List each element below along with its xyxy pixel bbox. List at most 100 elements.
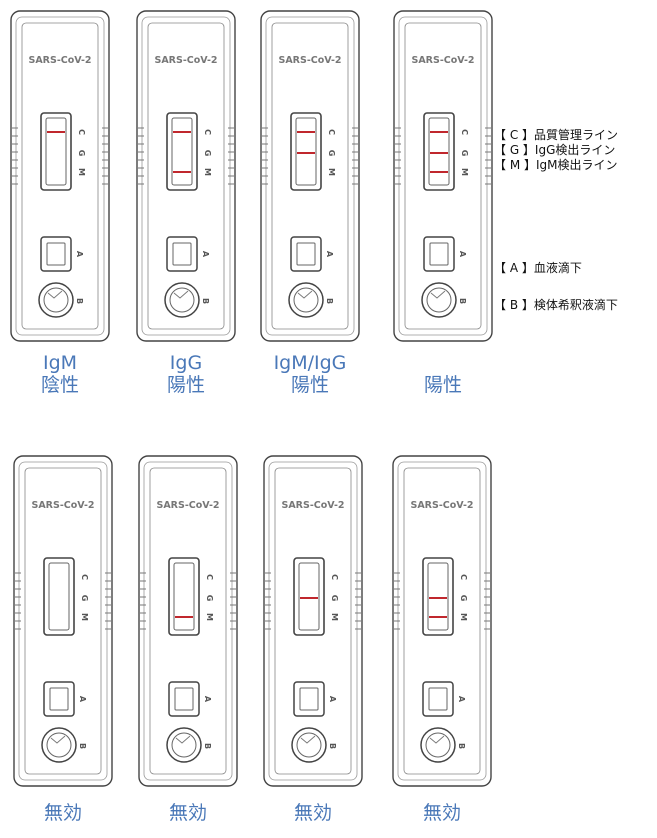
caption-top-2-line2: 陽性 xyxy=(166,374,205,396)
window-letter-g: G xyxy=(327,150,336,157)
window-letter-c: C xyxy=(460,129,469,135)
window-letter-g: G xyxy=(77,150,86,157)
cassette-brand-label: SARS-CoV-2 xyxy=(31,500,94,511)
well-a-inner xyxy=(49,687,69,711)
window-letter-g: G xyxy=(460,150,469,157)
well-b-notch xyxy=(300,735,316,744)
caption-top-4-line2: 陽性 xyxy=(423,374,462,396)
caption-top-1: IgM 陰性 xyxy=(10,352,110,396)
window-letter-m: M xyxy=(77,168,86,176)
window-letter-c: C xyxy=(203,129,212,135)
well-letter-b: B xyxy=(201,298,210,304)
well-a-inner xyxy=(428,687,448,711)
window-letter-g: G xyxy=(330,595,339,602)
cassette-brand-label: SARS-CoV-2 xyxy=(278,55,341,66)
cassette-drawing: SARS-CoV-2C G M A B xyxy=(10,10,110,342)
well-letter-a: A xyxy=(75,251,84,258)
cassette-brand-label: SARS-CoV-2 xyxy=(411,55,474,66)
window-letter-g: G xyxy=(205,595,214,602)
result-window-inner xyxy=(45,117,67,186)
caption-top-3-line2: 陽性 xyxy=(290,374,329,396)
window-letter-c: C xyxy=(330,574,339,580)
cassette-face xyxy=(403,467,481,775)
caption-bottom-2: 無効 xyxy=(168,802,207,824)
cassette-brand-label: SARS-CoV-2 xyxy=(410,500,473,511)
window-letter-m: M xyxy=(203,168,212,176)
well-b-notch xyxy=(50,735,66,744)
window-letter-m: M xyxy=(460,168,469,176)
result-window-inner xyxy=(173,562,195,631)
caption-top-3-line1: IgM/IgG xyxy=(273,352,347,374)
caption-top-1-line1: IgM xyxy=(42,352,78,374)
caption-top-2-line1: IgG xyxy=(169,352,203,374)
well-b-inner xyxy=(46,732,72,758)
well-letter-b: B xyxy=(325,298,334,304)
well-b-notch xyxy=(429,735,445,744)
well-a-inner xyxy=(296,242,316,266)
window-letter-g: G xyxy=(80,595,89,602)
caption-top-1-line2: 陰性 xyxy=(40,374,79,396)
cassette-face xyxy=(274,467,352,775)
cassette-drawing: SARS-CoV-2C G M A B xyxy=(393,10,493,342)
window-letter-m: M xyxy=(330,613,339,621)
well-a-inner xyxy=(46,242,66,266)
cassette-brand-label: SARS-CoV-2 xyxy=(281,500,344,511)
well-b-inner xyxy=(426,287,452,313)
result-window-inner xyxy=(171,117,193,186)
caption-top-2: IgG 陽性 xyxy=(136,352,236,396)
well-b-inner xyxy=(425,732,451,758)
window-letter-c: C xyxy=(205,574,214,580)
well-b-inner xyxy=(169,287,195,313)
cassette-face xyxy=(21,22,99,330)
well-letter-a: A xyxy=(457,696,466,703)
window-letter-m: M xyxy=(205,613,214,621)
cassette-face xyxy=(271,22,349,330)
result-window-inner xyxy=(427,562,449,631)
well-a-inner xyxy=(429,242,449,266)
well-letter-a: A xyxy=(325,251,334,258)
cassette-face xyxy=(149,467,227,775)
well-letter-b: B xyxy=(457,743,466,749)
caption-top-3: IgM/IgG 陽性 xyxy=(250,352,370,396)
legend-m-line: 【 M 】IgM検出ライン xyxy=(494,158,618,172)
well-letter-a: A xyxy=(203,696,212,703)
well-letter-b: B xyxy=(75,298,84,304)
window-letter-c: C xyxy=(327,129,336,135)
caption-top-4: 陽性 xyxy=(393,374,493,396)
well-letter-a: A xyxy=(201,251,210,258)
well-letter-b: B xyxy=(328,743,337,749)
window-letter-g: G xyxy=(459,595,468,602)
cassette-brand-label: SARS-CoV-2 xyxy=(28,55,91,66)
well-a-inner xyxy=(172,242,192,266)
window-letter-c: C xyxy=(459,574,468,580)
well-letter-b: B xyxy=(458,298,467,304)
well-b-inner xyxy=(293,287,319,313)
well-b-notch xyxy=(175,735,191,744)
well-a-inner xyxy=(174,687,194,711)
caption-bottom-4: 無効 xyxy=(422,802,461,824)
well-b-inner xyxy=(171,732,197,758)
result-window-inner xyxy=(48,562,70,631)
caption-bottom-3: 無効 xyxy=(293,802,332,824)
cassette-face xyxy=(147,22,225,330)
well-b-notch xyxy=(173,290,189,299)
well-letter-b: B xyxy=(203,743,212,749)
window-letter-c: C xyxy=(77,129,86,135)
well-b-inner xyxy=(296,732,322,758)
cassette-face xyxy=(404,22,482,330)
legend-c-line: 【 C 】品質管理ライン xyxy=(494,128,619,142)
well-letter-a: A xyxy=(458,251,467,258)
well-b-notch xyxy=(47,290,63,299)
